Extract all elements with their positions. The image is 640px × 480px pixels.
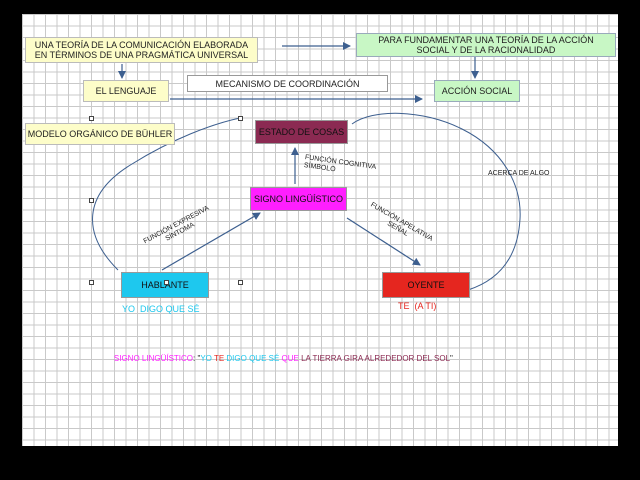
sentence-part-que: QUE — [279, 354, 302, 363]
selection-handle[interactable] — [164, 280, 169, 285]
sentence-part-te: TE — [211, 354, 227, 363]
signo-linguistico-box: SIGNO LINGÜÍSTICO — [250, 187, 347, 211]
te-a-ti-text: TE (A TI) — [398, 301, 437, 311]
sentence-part-colon: : " — [193, 354, 201, 363]
selection-handle[interactable] — [89, 198, 94, 203]
teoria-comunicacion-box: UNA TEORÍA DE LA COMUNICACIÓN ELABORADA … — [25, 37, 258, 63]
selection-handle[interactable] — [238, 116, 243, 121]
sentence-part-close: " — [450, 354, 453, 363]
selection-handle[interactable] — [89, 116, 94, 121]
arrow-hablante-to-signo — [161, 212, 261, 271]
curve-estado-to-oyente — [351, 112, 521, 291]
signo-sentence: SIGNO LINGÜÍSTICO: "YO TE DIGO QUE SÉ QU… — [105, 344, 453, 374]
fundamentar-box: PARA FUNDAMENTAR UNA TEORÍA DE LA ACCIÓN… — [356, 33, 616, 57]
sentence-part-tierra: LA TIERRA GIRA ALREDEDOR DEL SOL — [301, 354, 451, 363]
diagram-canvas: UNA TEORÍA DE LA COMUNICACIÓN ELABORADA … — [22, 14, 618, 446]
acerca-de-algo-label: ACERCA DE ALGO — [488, 170, 550, 177]
oyente-box: OYENTE — [382, 272, 470, 298]
sentence-part-signo: SIGNO LINGÜÍSTICO — [113, 354, 194, 363]
arrow-signo-to-oyente — [346, 217, 421, 266]
hablante-box: HABLANTE — [121, 272, 209, 298]
sentence-part-yo: YO — [200, 354, 212, 363]
selection-handle[interactable] — [238, 280, 243, 285]
curve-hablante-to-estado — [92, 117, 241, 271]
estado-cosas-box: ESTADO DE COSAS — [255, 120, 348, 144]
yo-digo-que-se-text: YO DIGO QUE SÉ — [122, 304, 200, 314]
sentence-part-digo: DIGO QUE SÉ — [226, 354, 280, 363]
lenguaje-box: EL LENGUAJE — [83, 80, 169, 102]
modelo-buhler-box: MODELO ORGÁNICO DE BÜHLER — [25, 123, 175, 145]
connector-layer — [92, 42, 521, 291]
mecanismo-box: MECANISMO DE COORDINACIÓN — [187, 75, 388, 92]
selection-handle[interactable] — [89, 280, 94, 285]
accion-social-box: ACCIÓN SOCIAL — [434, 80, 520, 102]
